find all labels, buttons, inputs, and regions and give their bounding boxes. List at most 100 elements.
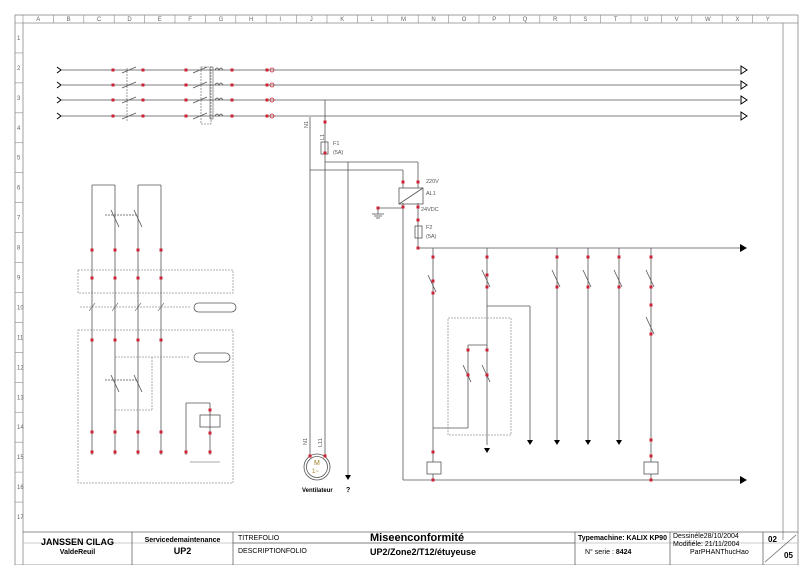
thermal-icon xyxy=(214,82,224,86)
wbt1-tag xyxy=(193,302,237,313)
terminal-dot xyxy=(111,83,115,87)
column-label: D xyxy=(127,17,132,23)
column-label: T xyxy=(614,17,618,23)
terminal-dot xyxy=(485,255,489,259)
column-label: F xyxy=(188,17,192,23)
q2-contact xyxy=(192,81,208,89)
column-label: G xyxy=(219,17,224,23)
al1-in-label: 220V xyxy=(426,179,439,185)
l1-label: L1 xyxy=(320,134,326,140)
motor-icon xyxy=(303,453,331,481)
terminal-dot xyxy=(416,205,420,209)
al1-out-label: 24VDC xyxy=(421,207,439,213)
ev1-coil xyxy=(643,461,659,475)
terminal-dot xyxy=(90,450,94,454)
column-label: A xyxy=(36,17,40,23)
motor-symbol: M xyxy=(314,460,320,467)
terminal-dot xyxy=(431,255,435,259)
column-label: P xyxy=(492,17,496,23)
cable-tick xyxy=(88,302,96,312)
terminal-dot xyxy=(230,68,234,72)
terminal-dot xyxy=(208,431,212,435)
contact-kr1-a xyxy=(551,269,561,288)
terminal-dot xyxy=(113,248,117,252)
kr1-coil xyxy=(426,461,442,475)
supply-section xyxy=(303,100,424,481)
left-panel xyxy=(77,184,237,484)
terminal-screw-icon xyxy=(269,82,275,88)
row-label: 5 xyxy=(17,156,21,162)
unknown-label: ? xyxy=(346,487,350,494)
page-current: 02 xyxy=(768,535,777,544)
input-chevron-icon xyxy=(56,112,62,120)
terminal-dot xyxy=(208,450,212,454)
arrow-down-icon xyxy=(554,440,560,445)
estop-au2[interactable] xyxy=(110,374,120,393)
column-label: L xyxy=(371,17,375,23)
terminal-dot xyxy=(265,68,269,72)
terminal-dot xyxy=(555,285,559,289)
terminal-dot xyxy=(230,83,234,87)
switch-s5[interactable] xyxy=(481,269,491,288)
terminal-dot xyxy=(113,450,117,454)
kau6-coil xyxy=(199,414,221,428)
motor-label: Ventilateur xyxy=(302,488,333,494)
terminal-dot xyxy=(184,450,188,454)
terminal-dot xyxy=(90,248,94,252)
terminal-dot xyxy=(466,348,470,352)
terminal-dot xyxy=(586,285,590,289)
serial-value: 8424 xyxy=(615,549,632,556)
terminal-dot xyxy=(416,180,420,184)
column-label: X xyxy=(735,17,739,23)
column-label: K xyxy=(340,17,344,23)
terminal-dot xyxy=(111,98,115,102)
q2-contact xyxy=(192,112,208,120)
terminal-dot xyxy=(431,279,435,283)
description-value: UP2/Zone2/T12/étuyeuse xyxy=(370,547,477,557)
terminal-dot xyxy=(485,285,489,289)
row-label: 7 xyxy=(17,216,21,222)
cable-tick xyxy=(111,302,119,312)
column-label: V xyxy=(675,17,679,23)
estop-au1[interactable] xyxy=(110,209,120,228)
arrows xyxy=(484,244,747,484)
row-label: 11 xyxy=(17,335,24,341)
arrow-down-icon xyxy=(527,440,533,445)
arrow-right-icon xyxy=(740,244,747,252)
terminal-dot xyxy=(184,83,188,87)
column-label: O xyxy=(462,17,467,23)
terminal-dot xyxy=(466,373,470,377)
input-chevron-icon xyxy=(56,96,62,104)
column-label: U xyxy=(644,17,648,23)
q1-contact xyxy=(121,81,137,89)
modified-date: Modifiéle: 21/11/2004 xyxy=(673,541,740,548)
row-label: 13 xyxy=(17,395,24,401)
column-label: R xyxy=(553,17,558,23)
contact-kmc1 xyxy=(645,269,655,288)
terminal-dot xyxy=(159,338,163,342)
q2-contact xyxy=(192,96,208,104)
switch-s4[interactable] xyxy=(427,274,437,293)
author: ParPHANThucHao xyxy=(690,549,749,556)
terminal-dot xyxy=(431,291,435,295)
terminal-dot xyxy=(113,338,117,342)
service-name: Servicedemaintenance xyxy=(144,537,221,544)
terminal-dot xyxy=(265,83,269,87)
serial-sep: : xyxy=(611,549,614,556)
column-label: J xyxy=(310,17,313,23)
terminal-dot xyxy=(90,430,94,434)
contact-kr1-b xyxy=(582,269,592,288)
row-label: 8 xyxy=(17,246,21,252)
machine-type: Typemachine: KALIX KP90 xyxy=(578,535,667,542)
terminal-dot xyxy=(649,332,653,336)
contact-kmau1 xyxy=(613,269,623,288)
terminal-dot xyxy=(416,218,420,222)
terminal-dot xyxy=(617,255,621,259)
row-label: 9 xyxy=(17,276,21,282)
arrow-down-icon xyxy=(484,448,490,453)
al1-label: AL1 xyxy=(426,191,436,197)
motor-phase: 1~ xyxy=(312,469,319,475)
terminal-dot xyxy=(649,438,653,442)
terminal-dot xyxy=(141,68,145,72)
